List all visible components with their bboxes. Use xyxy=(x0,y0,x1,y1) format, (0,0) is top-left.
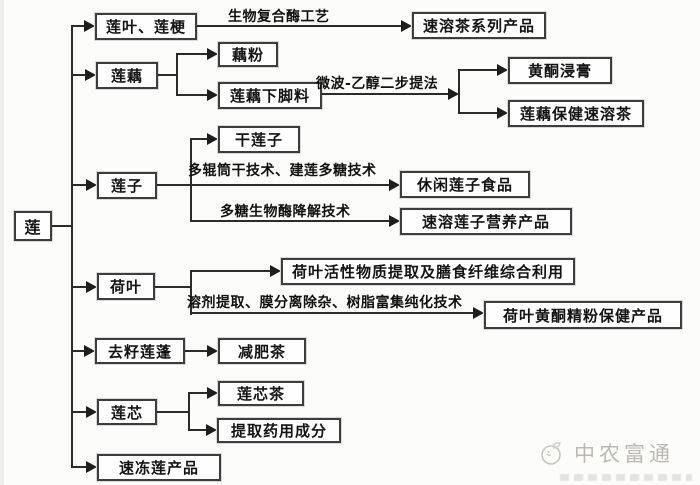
edge-lianou-fork xyxy=(158,74,178,76)
node-lianzi: 莲子 xyxy=(97,172,157,199)
edge-trunk-lianzi xyxy=(71,184,86,186)
arrowhead-icon xyxy=(207,133,218,145)
trunk-line xyxy=(71,25,73,467)
arrowhead-icon xyxy=(497,107,508,119)
node-lian-root: 莲 xyxy=(14,211,52,241)
node-gan-lianzi: 干莲子 xyxy=(218,126,300,153)
edge-fork-huoxing xyxy=(190,270,270,272)
left-edge-artifact xyxy=(0,0,4,485)
arrowhead-icon xyxy=(389,179,400,191)
edge-fork-yaoyong xyxy=(188,429,206,431)
arrowhead-icon xyxy=(401,20,412,32)
edge-label-roller-drying: 多辊筒干技术、建莲多糖技术 xyxy=(188,163,377,179)
node-lianou-xiajiaoliao: 莲藕下脚料 xyxy=(218,82,322,109)
node-surong-lianzi-yingyang: 速溶莲子营养产品 xyxy=(400,208,572,235)
edge-fork-oufen xyxy=(176,53,207,55)
node-jianfei-cha: 减肥茶 xyxy=(218,338,306,364)
node-lianye-liangeng: 莲叶、莲梗 xyxy=(95,13,197,40)
edge-label-enzyme-degradation: 多糖生物酶降解技术 xyxy=(220,204,351,220)
edge-trunk-lianpeng xyxy=(71,350,84,352)
fork-lianxin xyxy=(188,392,190,431)
fork-xiajiaoliao xyxy=(458,69,460,114)
arrowhead-icon xyxy=(207,387,218,399)
arrowhead-icon xyxy=(84,345,95,357)
node-tiqu-yaoyong-chengfen: 提取药用成分 xyxy=(217,418,341,443)
edge-trunk-lianou xyxy=(71,74,85,76)
edge-label-microwave-ethanol: 微波-乙醇二步提法 xyxy=(316,76,439,92)
node-heye-huoxing-liyong: 荷叶活性物质提取及膳食纤维综合利用 xyxy=(281,258,575,285)
arrowhead-icon xyxy=(497,64,508,76)
node-lianou: 莲藕 xyxy=(96,62,158,89)
edge-fork-surong-lianzi xyxy=(190,220,389,222)
arrowhead-icon xyxy=(207,48,218,60)
zhongnong-futong-logo-icon xyxy=(541,442,561,465)
arrowhead-icon xyxy=(86,179,97,191)
faint-footer-text xyxy=(560,474,692,481)
edge-fork-heye-huangtong xyxy=(190,312,473,314)
arrowhead-icon xyxy=(84,20,95,32)
node-lianxin: 莲芯 xyxy=(97,399,157,425)
arrowhead-icon xyxy=(389,215,400,227)
arrowhead-icon xyxy=(207,89,218,101)
arrowhead-icon xyxy=(86,461,97,473)
edge-lianpeng-jianfeicha xyxy=(185,350,207,352)
edge-label-solvent-membrane-resin: 溶剂提取、膜分离除杂、树脂富集纯化技术 xyxy=(187,295,463,311)
edge-fork-baojiancha xyxy=(458,112,497,114)
edge-root-to-trunk xyxy=(52,225,71,227)
arrowhead-icon xyxy=(85,69,96,81)
edge-fork-lianxincha xyxy=(188,392,207,394)
arrowhead-icon xyxy=(270,265,281,277)
edge-xiajiaoliao-fork2 xyxy=(322,93,448,95)
arrowhead-icon xyxy=(86,406,97,418)
edge-heye-fork xyxy=(155,286,192,288)
node-lianou-baojian-surongcha: 莲藕保健速溶茶 xyxy=(508,100,644,127)
arrowhead-icon xyxy=(86,281,97,293)
watermark: 中农富通 xyxy=(538,438,674,468)
edge-lianzi-xiuxian xyxy=(157,184,389,186)
arrowhead-icon xyxy=(207,345,218,357)
node-oufen: 藕粉 xyxy=(218,42,278,67)
node-instant-tea-series: 速溶茶系列产品 xyxy=(412,12,546,39)
edge-trunk-lianxin xyxy=(71,411,86,413)
node-quzi-lianpeng: 去籽莲蓬 xyxy=(95,338,185,364)
node-huangtong-jingao: 黄酮浸膏 xyxy=(508,57,612,84)
edge-trunk-lianye xyxy=(71,25,84,27)
edge-fork-huangtong xyxy=(458,69,497,71)
edge-lianye-surongcha xyxy=(197,25,401,27)
edge-fork-xiajiaoliao xyxy=(176,94,207,96)
edge-trunk-heye xyxy=(71,286,86,288)
edge-label-biocompound-enzyme: 生物复合酶工艺 xyxy=(228,9,330,25)
arrowhead-icon xyxy=(206,424,217,436)
arrowhead-icon xyxy=(448,88,459,100)
fork-heye xyxy=(190,270,192,315)
edge-fork-ganlianzi xyxy=(190,138,207,140)
edge-lianxin-fork xyxy=(157,411,190,413)
fork-lianou xyxy=(176,53,178,96)
edge-trunk-sudonglian xyxy=(71,466,86,468)
node-xiuxian-lianzi-shipin: 休闲莲子食品 xyxy=(400,171,530,198)
fork-lianzi xyxy=(190,138,192,222)
node-heye-huangtong-baojian: 荷叶黄酮精粉保健产品 xyxy=(484,301,682,329)
arrowhead-icon xyxy=(473,307,484,319)
node-lianxin-cha: 莲芯茶 xyxy=(218,381,304,406)
watermark-brand-text: 中农富通 xyxy=(574,442,674,466)
node-heye: 荷叶 xyxy=(97,273,155,300)
node-sudong-lian-chanpin: 速冻莲产品 xyxy=(97,454,221,481)
